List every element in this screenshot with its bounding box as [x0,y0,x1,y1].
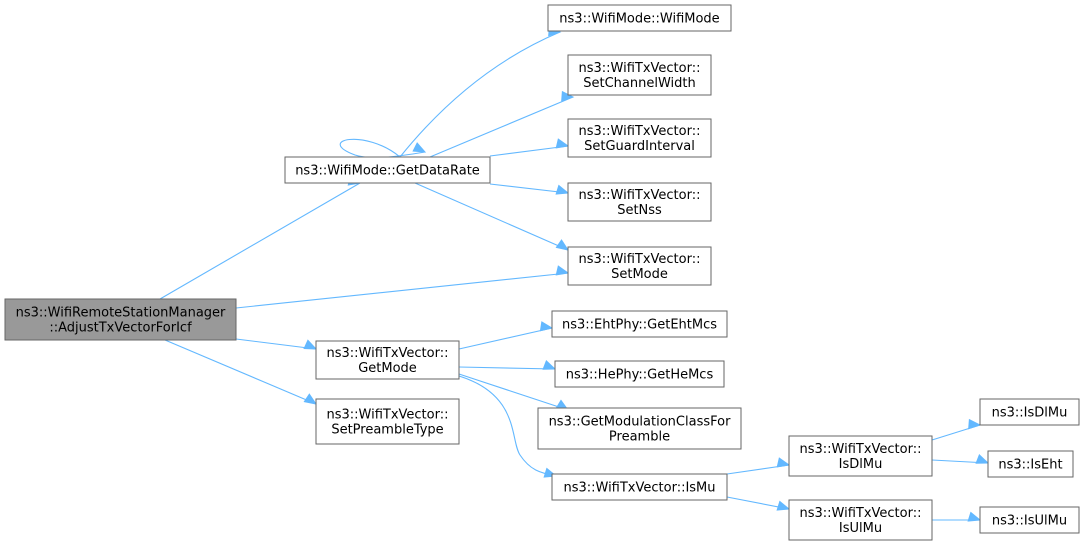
node-box [567,182,712,222]
node-label: SetPreambleType [331,423,443,438]
call-edge [235,272,569,309]
call-edge [339,138,426,159]
node-box [788,499,933,541]
node-box [567,54,712,96]
arrowhead [975,453,990,464]
node-box [554,360,725,388]
node-box [987,450,1074,478]
arrowhead [555,138,570,149]
call-graph-nodes: ns3::WifiRemoteStationManager::AdjustTxV… [4,4,1080,541]
node-label: ns3::HePhy::GetHeMcs [566,368,714,383]
node-label: ns3::WifiMode::GetDataRate [295,164,480,179]
arrowhead [968,418,982,430]
node-label: ns3::WifiTxVector:: [578,252,700,267]
node-label: SetChannelWidth [583,76,696,91]
arrowhead [555,239,570,251]
node-label: ns3::WifiTxVector:: [326,408,448,423]
arrowhead [539,321,554,332]
node-label: ::AdjustTxVectorForIcf [49,321,192,336]
node-box [315,340,460,380]
node-label: IsDlMu [839,457,883,472]
node-label: SetNss [617,203,662,218]
node-box [788,435,933,477]
node-label: ns3::WifiTxVector:: [578,188,700,203]
function-node-setNss[interactable]: ns3::WifiTxVector::SetNss [567,182,712,222]
call-graph-edges [159,25,990,522]
function-node-wifiMode[interactable]: ns3::WifiMode::WifiMode [547,4,732,32]
function-node-isDlMuVec[interactable]: ns3::WifiTxVector::IsDlMu [788,435,933,477]
node-label: ns3::IsUlMu [992,514,1067,529]
arrowhead [303,393,318,405]
function-node-isEht[interactable]: ns3::IsEht [987,450,1074,478]
node-label: SetMode [611,267,668,282]
call-edge [458,373,569,411]
function-node-root[interactable]: ns3::WifiRemoteStationManager::AdjustTxV… [4,298,237,341]
arrowhead [776,457,791,468]
function-node-setChannelWidth[interactable]: ns3::WifiTxVector::SetChannelWidth [567,54,712,96]
node-label: ns3::WifiTxVector::IsMu [563,481,715,496]
node-label: ns3::WifiTxVector:: [799,506,921,521]
node-label: ns3::WifiTxVector:: [326,346,448,361]
node-label: ns3::EhtPhy::GetEhtMcs [562,318,717,333]
function-node-setGuardInterval[interactable]: ns3::WifiTxVector::SetGuardInterval [567,118,712,158]
function-node-setPreambleType[interactable]: ns3::WifiTxVector::SetPreambleType [315,398,460,445]
node-label: ns3::WifiRemoteStationManager [16,306,226,321]
call-edge [458,327,553,350]
arrowhead [303,339,318,350]
node-box [551,473,728,501]
arrowhead [555,265,570,276]
call-edge [429,96,574,158]
call-edge [164,339,317,405]
node-label: ns3::WifiTxVector:: [578,61,700,76]
function-node-getDataRate[interactable]: ns3::WifiMode::GetDataRate [284,156,491,184]
node-label: ns3::WifiTxVector:: [799,442,921,457]
call-edge [458,366,556,370]
function-node-setMode[interactable]: ns3::WifiTxVector::SetMode [567,246,712,286]
node-box [979,506,1080,534]
call-edge [399,31,561,158]
node-label: IsUlMu [839,521,882,536]
node-box [551,310,728,338]
arrowhead [412,142,427,153]
arrowhead [967,511,982,522]
node-box [284,156,491,184]
arrowhead [776,500,791,511]
function-node-getHeMcs[interactable]: ns3::HePhy::GetHeMcs [554,360,725,388]
node-box [547,4,732,32]
node-label: ns3::WifiMode::WifiMode [559,12,719,27]
node-box [567,118,712,158]
arrowhead [555,184,570,195]
call-edge [489,183,569,194]
call-edge [414,182,569,251]
node-label: SetGuardInterval [584,139,695,154]
node-box [537,407,742,450]
node-box [979,398,1080,426]
call-edge [489,145,569,157]
node-label: GetMode [358,361,417,376]
node-box [4,298,237,341]
node-label: ns3::WifiTxVector:: [578,124,700,139]
function-node-isMu[interactable]: ns3::WifiTxVector::IsMu [551,473,728,501]
arrowhead [542,359,557,370]
node-label: Preamble [609,430,670,445]
call-edge [235,338,317,350]
function-node-isUlMu[interactable]: ns3::IsUlMu [979,506,1080,534]
function-node-isDlMu[interactable]: ns3::IsDlMu [979,398,1080,426]
node-label: ns3::GetModulationClassFor [549,415,732,430]
function-node-isUlMuVec[interactable]: ns3::WifiTxVector::IsUlMu [788,499,933,541]
function-node-getMode[interactable]: ns3::WifiTxVector::GetMode [315,340,460,380]
call-edge [159,182,361,300]
node-box [315,398,460,445]
call-edge [458,375,557,477]
function-node-getEhtMcs[interactable]: ns3::EhtPhy::GetEhtMcs [551,310,728,338]
node-label: ns3::IsDlMu [992,406,1068,421]
node-box [567,246,712,286]
node-label: ns3::IsEht [998,458,1062,473]
